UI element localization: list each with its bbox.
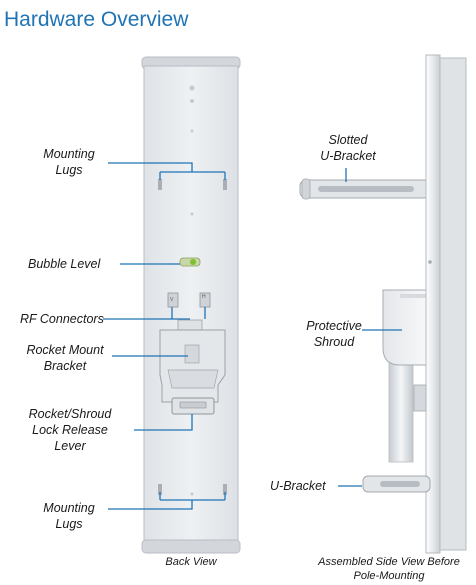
label-rocket-mount-bracket: Rocket Mount Bracket [26, 343, 104, 373]
screw [189, 85, 195, 91]
screw [190, 492, 194, 496]
bottom-u-bracket [362, 475, 431, 493]
label-mounting-lugs-bottom: Mounting Lugs [43, 501, 95, 531]
rf-connectors: V H [167, 292, 211, 308]
label-rf-connectors: RF Connectors [20, 312, 104, 326]
panel-bottom-cap [141, 539, 241, 554]
mounting-pole [388, 349, 414, 463]
mounting-lug-top-left [158, 179, 162, 190]
page-title: Hardware Overview [4, 8, 189, 31]
svg-text:H: H [202, 294, 206, 300]
shroud-mount [413, 384, 427, 412]
label-mounting-lugs-top: Mounting Lugs [43, 147, 95, 177]
rocket-mount-bracket [159, 319, 226, 415]
protective-shroud [382, 289, 429, 366]
caption-side-view: Assembled Side View Before Pole-Mounting [318, 556, 460, 582]
screw [190, 99, 194, 103]
label-bubble-level: Bubble Level [28, 257, 101, 271]
antenna-radome-side [439, 57, 467, 551]
side-screw [428, 260, 432, 264]
side-view-antenna [299, 54, 467, 554]
mounting-lug-top-right [223, 179, 227, 190]
mounting-lug-bottom-left [158, 484, 162, 495]
svg-text:V: V [170, 297, 174, 303]
caption-back-view: Back View [165, 556, 217, 568]
label-lock-release-lever: Rocket/Shroud Lock Release Lever [28, 407, 112, 453]
screw [190, 212, 194, 216]
label-slotted-u-bracket: Slotted U-Bracket [320, 133, 376, 163]
slotted-u-bracket [299, 178, 431, 200]
label-u-bracket: U-Bracket [270, 479, 326, 493]
panel-face [143, 65, 239, 547]
mounting-lug-bottom-right [223, 484, 227, 495]
leader-lines [103, 162, 402, 510]
bubble-level-bubble [190, 259, 196, 265]
screw [190, 129, 194, 133]
label-protective-shroud: Protective Shroud [306, 319, 362, 349]
back-view-antenna: V H [141, 56, 241, 554]
